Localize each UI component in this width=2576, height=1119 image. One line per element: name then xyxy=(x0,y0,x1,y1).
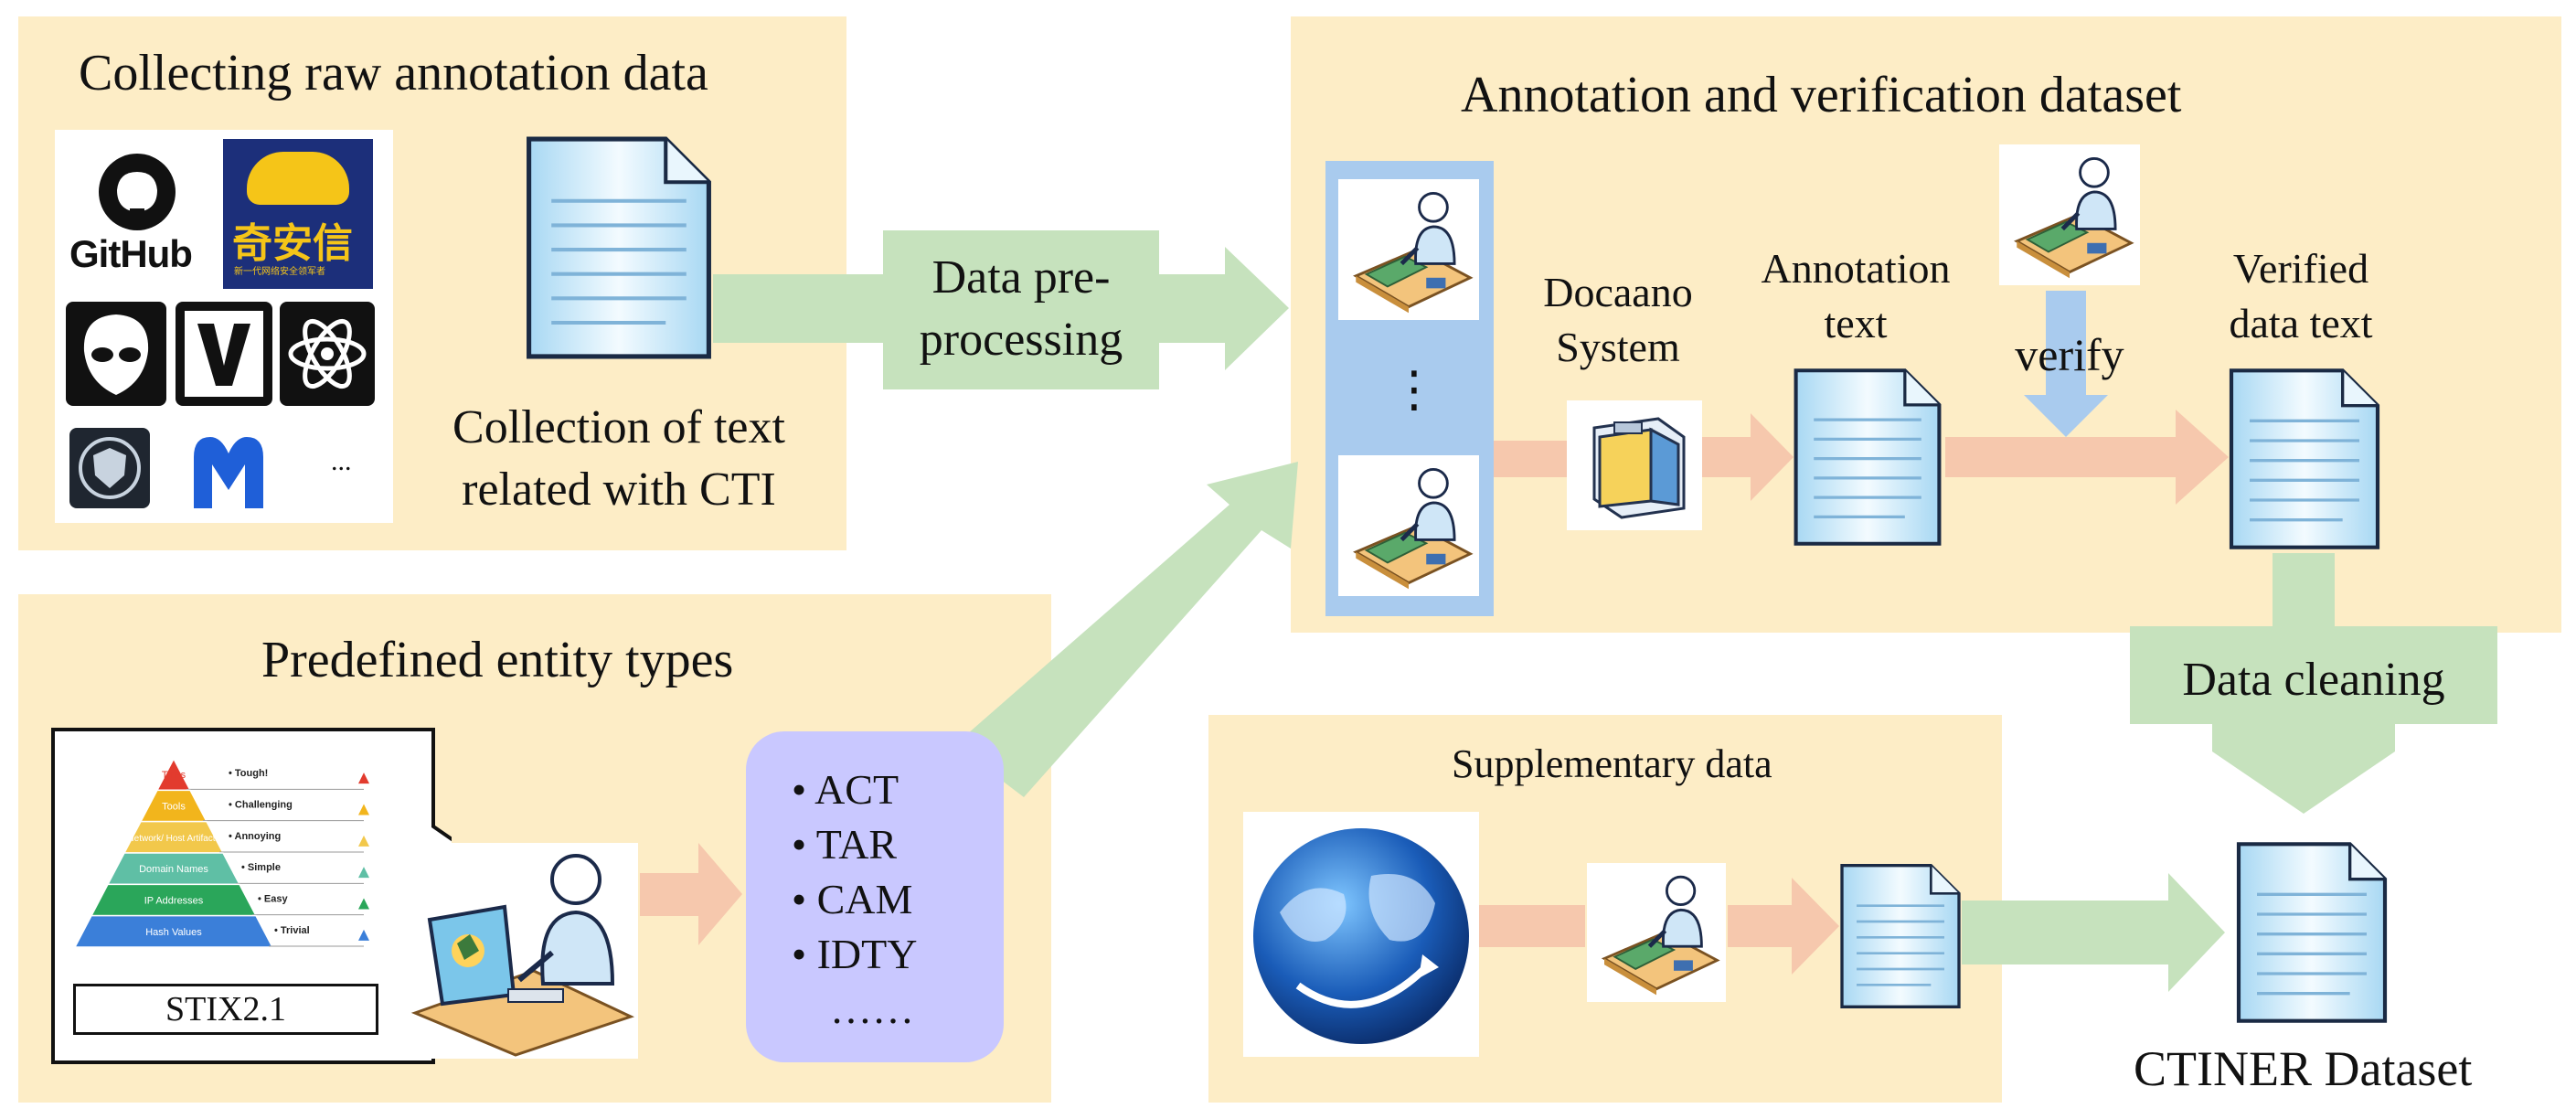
github-wordmark: GitHub xyxy=(69,232,193,275)
pyramid-difficulty-label: • Challenging xyxy=(229,800,293,811)
alien-icon xyxy=(83,314,149,395)
pyramid-level-label: TTPs xyxy=(162,770,186,781)
annotate-title: Annotation and verification dataset xyxy=(1461,67,2182,123)
supp-annotator-icon xyxy=(1585,863,1728,1002)
supp-annotator-to-doc-arrow xyxy=(1728,878,1839,975)
entity-items: • ACT • TAR • CAM • IDTY …… xyxy=(792,762,917,1037)
pyramid-marker-icon xyxy=(358,898,369,910)
qianxin-tiger-icon xyxy=(247,152,349,205)
pyramid-level-label: Network/ Host Artifacts xyxy=(127,834,219,844)
stix-label-box xyxy=(73,984,378,1035)
entity-item-label: TAR xyxy=(815,821,898,868)
pyramid-difficulty-label: • Annoying xyxy=(229,831,281,842)
annotation-text-label: Annotation text xyxy=(1761,245,1951,346)
analyst-illustration xyxy=(406,843,638,1059)
supp-document-icon xyxy=(1839,863,1962,1009)
malwarebytes-logo xyxy=(181,430,276,512)
entity-item: • IDTY xyxy=(792,931,918,977)
pyramid-level-label: Tools xyxy=(162,802,186,813)
shield-icon xyxy=(79,437,141,499)
ctiner-document-icon xyxy=(2234,841,2390,1024)
entities-to-annotators-arrow xyxy=(955,462,1298,797)
qianxin-subtitle: 新一代网络安全领军者 xyxy=(234,267,325,277)
supplementary-title: Supplementary data xyxy=(1452,741,1772,786)
verify-label: verify xyxy=(2015,329,2124,380)
docaano-label: Docaano System xyxy=(1543,269,1693,370)
entity-item-label: ACT xyxy=(814,766,899,813)
annotators-ellipsis: ⋮ xyxy=(1389,360,1439,418)
preprocess-label: Data pre-processing xyxy=(919,251,1123,366)
stix-label: STIX2.1 xyxy=(165,990,286,1028)
verify-arrow xyxy=(2024,291,2108,437)
entity-type-list xyxy=(746,731,1004,1062)
cti-text-document-icon xyxy=(521,135,717,360)
pyramid-marker-icon xyxy=(358,835,369,847)
docaano-system-icon xyxy=(1567,400,1702,530)
predefined-title: Predefined entity types xyxy=(261,632,734,688)
pyramid-difficulty-label: • Tough! xyxy=(229,768,268,779)
annotation-document-icon xyxy=(1790,368,1945,547)
entity-item: • ACT xyxy=(792,766,899,813)
qianxin-logo: 奇安信 新一代网络安全领军者 xyxy=(223,139,373,289)
more-logos: ... xyxy=(331,446,352,476)
supp-to-ctiner-arrow xyxy=(1962,873,2225,992)
globe-illustration xyxy=(1243,812,1479,1057)
entity-item: • CAM xyxy=(792,876,913,922)
pyramid-level-label: IP Addresses xyxy=(144,896,204,907)
pyramid-level xyxy=(73,914,274,948)
entity-item-label: CAM xyxy=(816,876,913,922)
pyramid-difficulty-label: • Easy xyxy=(258,894,288,905)
atom-logo xyxy=(280,302,375,406)
verified-document-icon xyxy=(2227,368,2382,550)
pyramid-difficulty-label: • Trivial xyxy=(274,925,310,936)
pyramid-level-label: Domain Names xyxy=(139,864,208,875)
github-logo: GitHub xyxy=(64,144,210,282)
data-cleaning-arrow xyxy=(2130,553,2497,814)
annotation-to-verified-arrow xyxy=(1945,410,2229,505)
entity-item: • TAR xyxy=(792,821,898,868)
docaano-to-annotation-arrow xyxy=(1702,413,1794,501)
virustotal-logo xyxy=(176,302,272,406)
entity-item-label: IDTY xyxy=(816,931,918,977)
malwarebytes-m-icon xyxy=(194,437,263,508)
pyramid-marker-icon xyxy=(358,773,369,784)
atom-icon xyxy=(288,318,367,389)
person-to-entities-arrow xyxy=(640,843,742,945)
annotator-icon xyxy=(1336,455,1481,596)
github-octocat-icon xyxy=(99,154,176,230)
pyramid-marker-icon xyxy=(358,867,369,879)
person-computer-icon xyxy=(410,854,635,1057)
v-shield-icon xyxy=(185,311,263,397)
verified-text-label: Verified data text xyxy=(2229,245,2373,346)
pyramid-level-label: Hash Values xyxy=(145,927,202,938)
pyramid-difficulty-label: • Simple xyxy=(241,862,281,873)
data-cleaning-label: Data cleaning xyxy=(2182,654,2445,706)
pyramid-marker-icon xyxy=(358,929,369,941)
collection-text-label: Collection of text related with CTI xyxy=(452,401,785,516)
collect-title: Collecting raw annotation data xyxy=(79,45,708,101)
ctiner-dataset-label: CTINER Dataset xyxy=(2134,1041,2473,1096)
qianxin-wordmark: 奇安信 xyxy=(232,220,353,267)
annotator-icon xyxy=(1336,179,1481,320)
entity-more: …… xyxy=(830,986,914,1032)
shield-logo xyxy=(69,428,150,508)
globe-icon xyxy=(1253,828,1469,1044)
alien-logo xyxy=(66,302,166,406)
verifier-icon xyxy=(1998,144,2141,285)
preprocess-box xyxy=(883,230,1159,389)
computer-tower-icon xyxy=(1592,417,1686,519)
pyramid-marker-icon xyxy=(358,804,369,815)
